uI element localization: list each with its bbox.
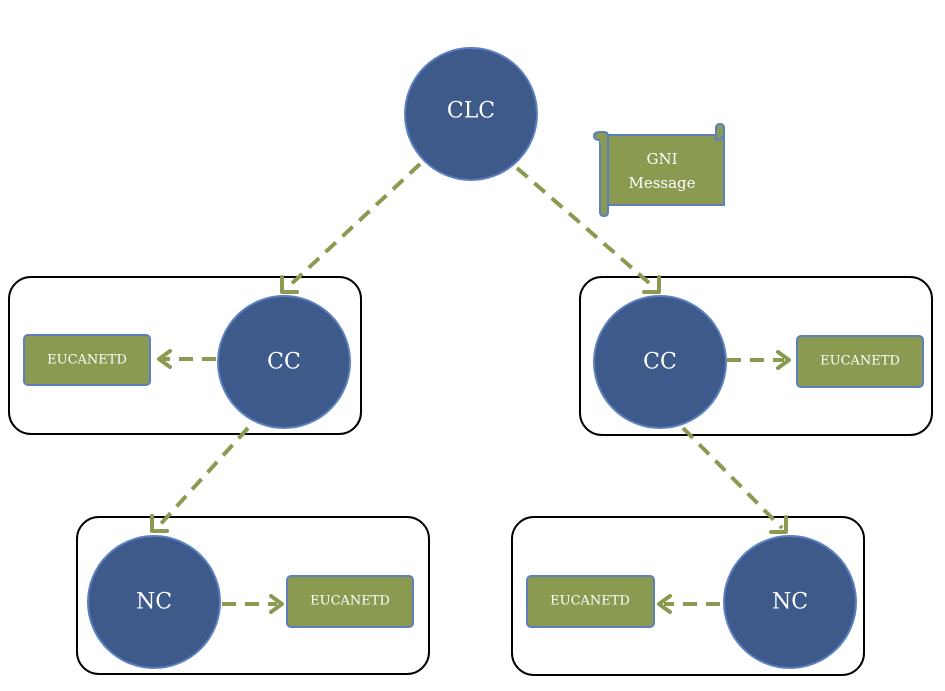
node-cc-right-label: CC [643,350,677,375]
box-eucanetd-cc-left-rect [23,334,151,386]
arrow-clc-to-cc-left [280,162,422,294]
box-eucanetd-nc-left-rect [286,575,414,628]
box-eucanetd-nc-right[interactable]: EUCANETD [526,575,655,628]
gni-message-scroll[interactable]: GNI Message [592,122,725,218]
box-eucanetd-nc-left[interactable]: EUCANETD [286,575,414,628]
box-eucanetd-cc-right-label: EUCANETD [820,354,900,369]
box-eucanetd-cc-left[interactable]: EUCANETD [23,334,151,386]
node-nc-left-label: NC [136,590,172,615]
node-nc-right-circle [723,535,857,669]
node-cc-right[interactable]: CC [593,295,727,429]
arrow-cc-left-to-nc-left [150,426,250,533]
node-cc-left-label: CC [267,350,301,375]
gni-message-line1: GNI [646,150,677,168]
node-nc-right[interactable]: NC [723,535,857,669]
box-eucanetd-nc-right-rect [526,575,655,628]
box-eucanetd-nc-left-label: EUCANETD [310,594,390,609]
node-nc-left[interactable]: NC [87,535,221,669]
box-eucanetd-cc-right[interactable]: EUCANETD [796,335,924,388]
scroll-right-curl [715,135,725,142]
node-cc-left-circle [217,295,351,429]
node-nc-right-label: NC [772,590,808,615]
box-eucanetd-cc-right-rect [796,335,924,388]
node-nc-left-circle [87,535,221,669]
box-eucanetd-nc-right-label: EUCANETD [550,594,630,609]
box-eucanetd-cc-left-label: EUCANETD [47,353,127,368]
arrow-nc-left-to-eucanetd [222,594,284,614]
arrow-cc-left-to-eucanetd [157,349,216,369]
node-clc[interactable]: CLC [404,47,538,181]
arrow-clc-to-cc-right [515,166,661,294]
gni-message-line2: Message [628,174,695,192]
arrow-nc-right-to-eucanetd [657,594,720,614]
arrow-cc-right-to-nc-right [681,426,788,534]
arrow-cc-right-to-eucanetd [727,350,791,370]
node-clc-circle [404,47,538,181]
node-cc-left[interactable]: CC [217,295,351,429]
scroll-left-curl [592,131,609,205]
node-cc-right-circle [593,295,727,429]
scroll-body [599,122,725,218]
node-clc-label: CLC [447,99,495,124]
